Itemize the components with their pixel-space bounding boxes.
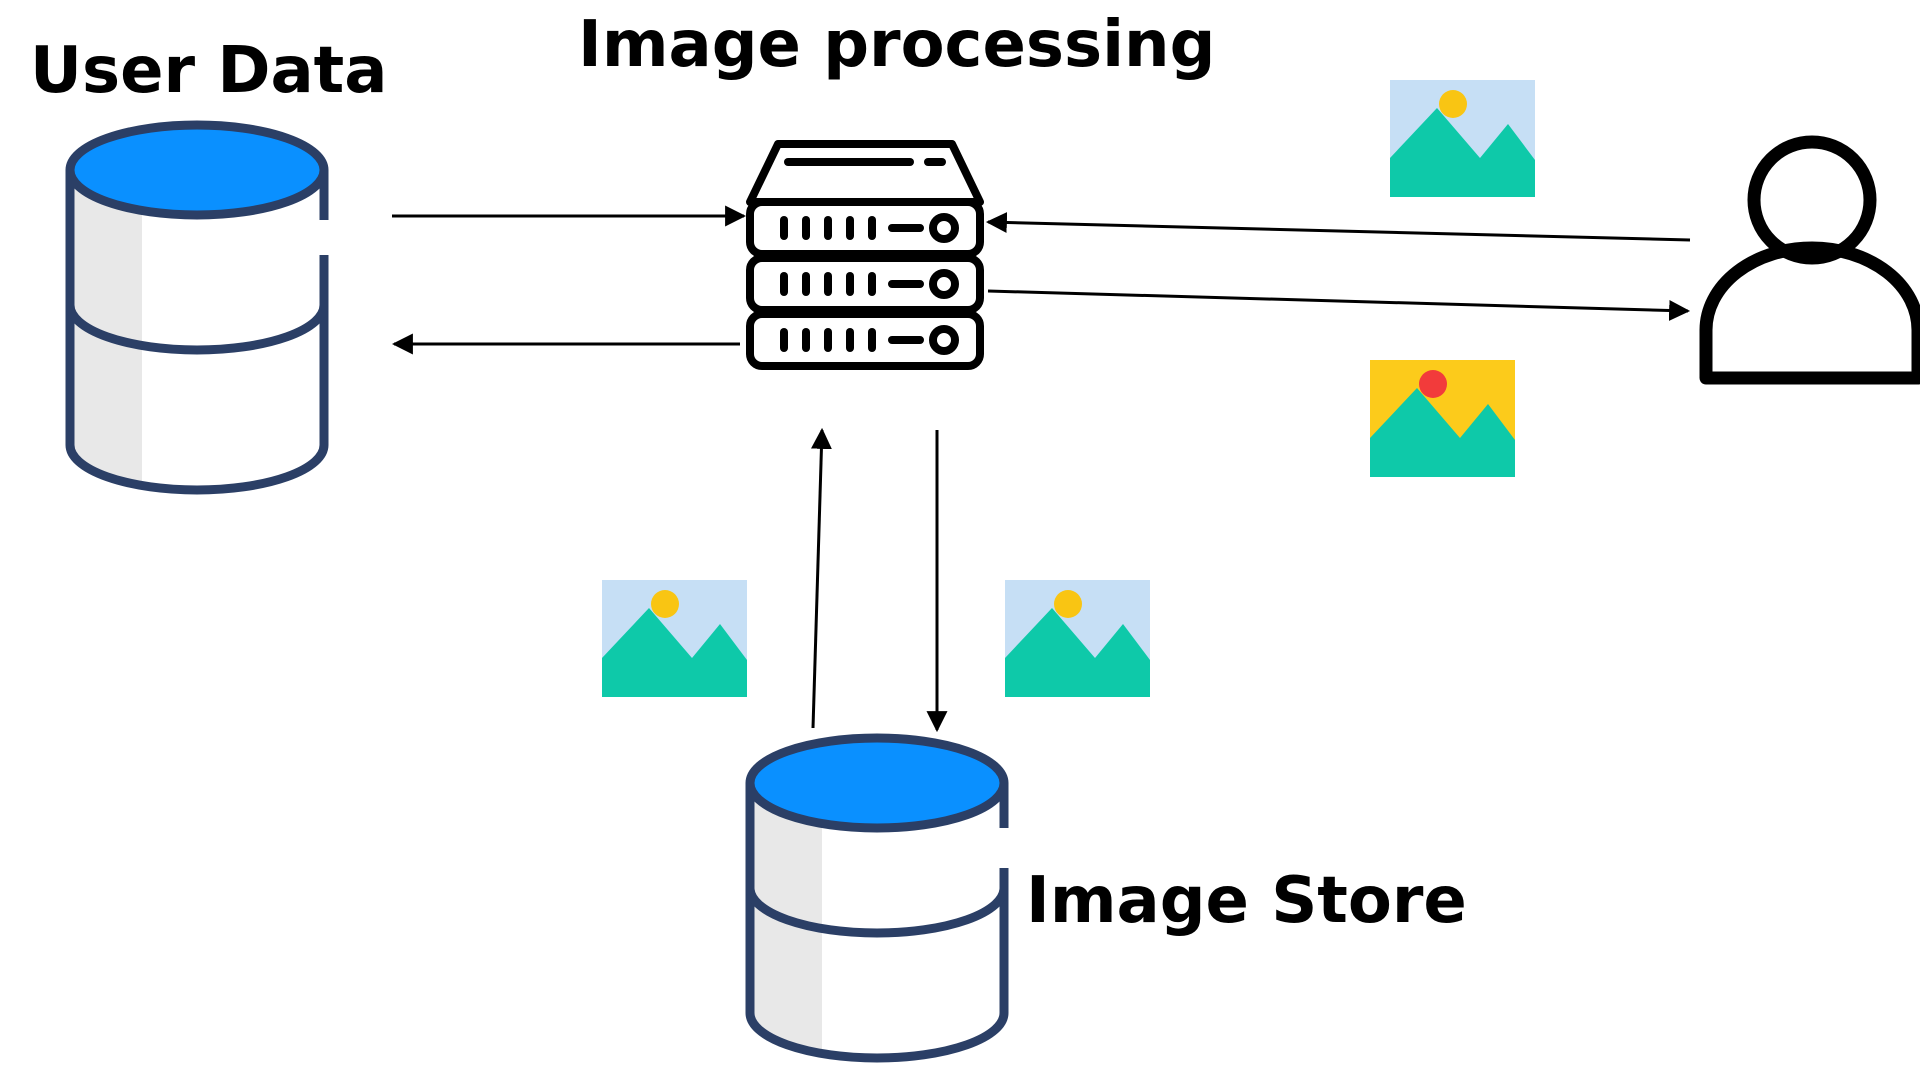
- image-store-database-icon: [745, 733, 1009, 1063]
- image-thumbnail-icon: [602, 580, 747, 697]
- image-thumbnail-icon: [1005, 580, 1150, 697]
- processed-image-icon: [1370, 360, 1515, 477]
- user-data-label: User Data: [30, 34, 387, 108]
- arrow-user-to-processing: [985, 211, 1691, 242]
- image-processing-server-icon: [746, 140, 984, 370]
- image-thumbnail-icon: [1390, 80, 1535, 197]
- image-processing-label: Image processing: [578, 8, 1215, 82]
- image-store-label: Image Store: [1026, 864, 1467, 938]
- arrow-store-to-processing: [810, 427, 832, 729]
- user-icon: [1699, 135, 1920, 385]
- user-data-database-icon: [65, 120, 329, 495]
- arrow-processing-to-user: [987, 289, 1691, 321]
